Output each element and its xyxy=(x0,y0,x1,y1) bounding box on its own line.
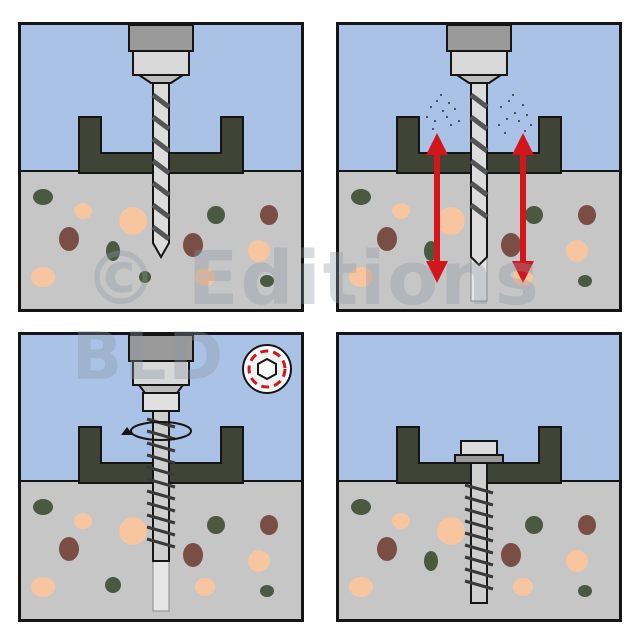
concrete-aggregate xyxy=(349,499,596,597)
dust-particles xyxy=(426,94,532,134)
up-down-arrow-icon xyxy=(426,133,448,283)
concrete-screw xyxy=(146,410,176,562)
drill-bit xyxy=(469,82,489,267)
screw-set-illustration xyxy=(339,335,619,619)
fixture-bracket xyxy=(78,426,244,484)
panel-clean-hole xyxy=(336,22,622,312)
drive-screw-illustration xyxy=(21,335,301,619)
drill-chuck xyxy=(446,25,512,84)
panel-screw-set xyxy=(336,332,622,622)
up-down-arrow-icon xyxy=(512,133,534,283)
drill-chuck xyxy=(128,25,194,84)
panel-drill-hole xyxy=(18,22,304,312)
fixture-bracket xyxy=(78,116,244,174)
hex-socket-icon xyxy=(242,344,292,394)
fixture-bracket xyxy=(396,426,562,484)
drill-chuck xyxy=(128,335,194,412)
panel-drive-screw xyxy=(18,332,304,622)
rotation-arrow-icon xyxy=(121,421,192,441)
concrete-aggregate xyxy=(31,189,278,287)
drill-hole-illustration xyxy=(21,25,301,309)
clean-hole-illustration xyxy=(339,25,619,309)
drill-bit xyxy=(151,82,171,260)
concrete-aggregate xyxy=(31,499,278,597)
concrete-screw xyxy=(454,440,504,604)
